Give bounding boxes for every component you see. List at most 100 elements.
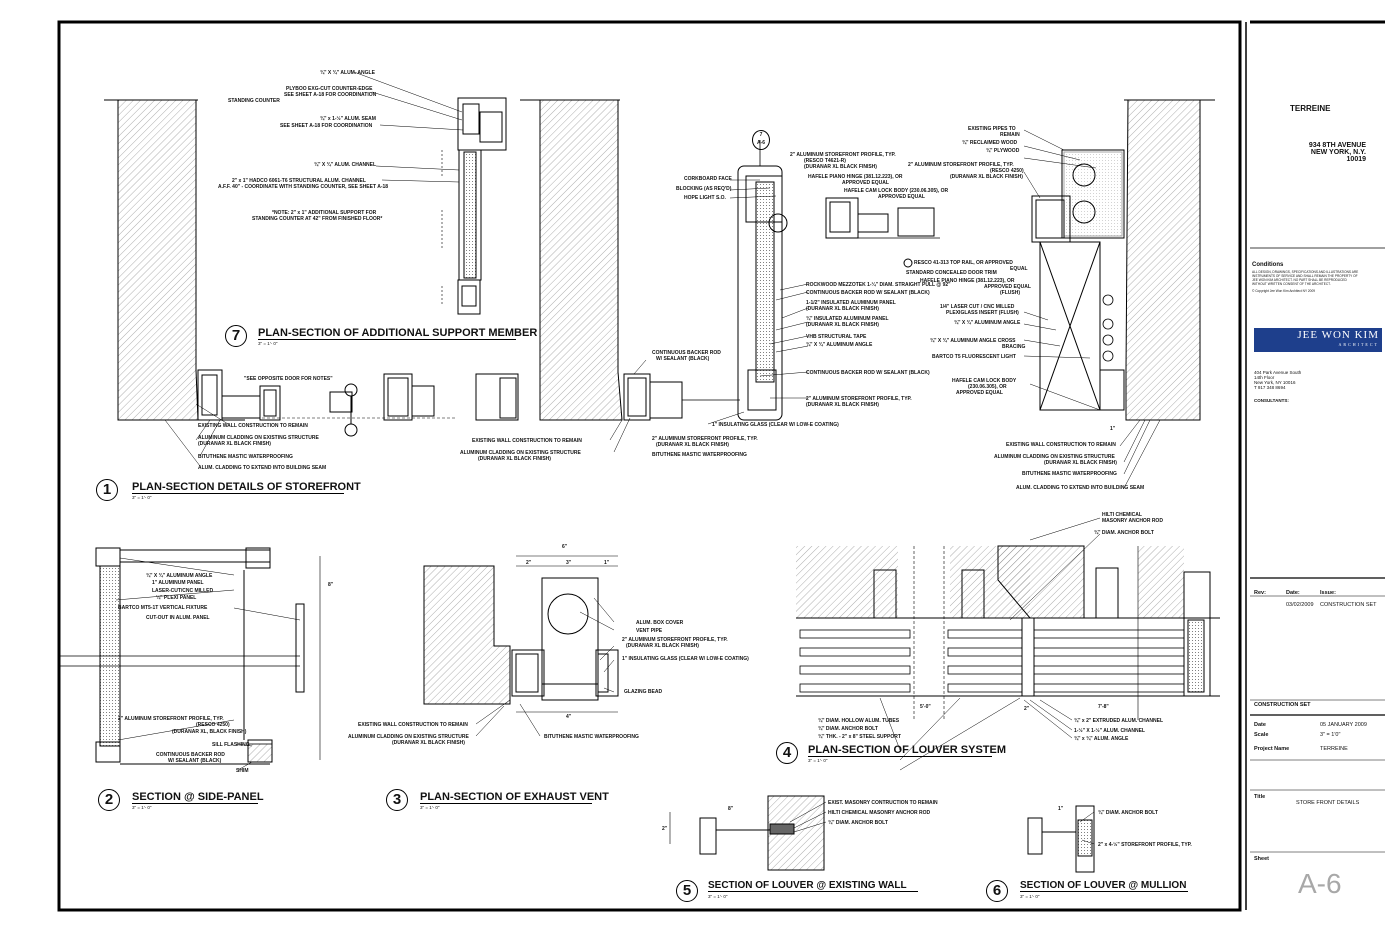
dim-6: 5'-0" (920, 704, 931, 710)
d1d-note-21: 2" ALUMINUM STOREFRONT PROFILE, TYP. (806, 396, 912, 402)
rev-row-date: 03/02/2009 (1286, 602, 1314, 608)
d1d-note-17: (DURANAR XL BLACK FINISH) (806, 322, 879, 328)
d1r-note-14: ¾" X ¾" ALUMINUM ANGLE CROSS (930, 338, 1016, 344)
logo-line-1: JEE WON KIM (1297, 329, 1379, 341)
d1r-note-10: (FLUSH) (1000, 290, 1020, 296)
d1r-note-11: 1/4" LASER CUT / CNC MILLED (940, 304, 1015, 310)
d1d-note-8: HAFELE CAM LOCK BODY (230.06.305), OR (844, 188, 949, 194)
consultants-label: CONSULTANTS: (1254, 398, 1289, 403)
d1d-note-9: APPROVED EQUAL (878, 194, 925, 200)
d7-note-5: SEE SHEET A-18 FOR COORDINATION (280, 123, 373, 129)
d1r-note-19: APPROVED EQUAL (956, 390, 1003, 396)
detail-7-scale: 3" = 1'- 0" (258, 341, 278, 346)
d1l-note-2: ALUMINUM CLADDING ON EXISTING STRUCTURE (198, 435, 319, 441)
detail-3-exhaust-vent (423, 565, 619, 705)
d1r-note-23: BITUTHENE MASTIC WATERPROOFING (1022, 471, 1117, 477)
d7-note-7: 2" x 1" HADCO 6061-T6 STRUCTURAL ALUM. C… (232, 178, 366, 184)
detail-7-title: PLAN-SECTION OF ADDITIONAL SUPPORT MEMBE… (258, 327, 538, 340)
d2-note-0: ¾" X ¾" ALUMINUM ANGLE (146, 573, 213, 579)
d1l-note-4: BITUTHENE MASTIC WATERPROOFING (198, 454, 293, 460)
detail-1-title: PLAN-SECTION DETAILS OF STOREFRONT (132, 481, 361, 494)
d1r-note-1: REMAIN (1000, 132, 1020, 138)
sheet-border (57, 20, 1242, 912)
d3-note-7: ALUMINUM CLADDING ON EXISTING STRUCTURE (348, 734, 469, 740)
d2-note-9: SILL FLASHING (212, 742, 250, 748)
d1m-note-4: (DURANAR XL BLACK FINISH) (478, 456, 551, 462)
scale-value: 3" = 1'0" (1320, 732, 1341, 738)
logo-line-2: ARCHITECT (1338, 342, 1379, 347)
dim-8: 2" (1024, 706, 1030, 712)
detail-7-number-bubble: 7 (225, 325, 247, 347)
d7-note-3: STANDING COUNTER (228, 98, 280, 104)
detail-1-scale: 3" = 1'- 0" (132, 495, 152, 500)
d1d-note-2: HOPE LIGHT S.O. (684, 195, 726, 201)
dim-1: 2" (526, 560, 532, 566)
d1r-note-5: (RESCO 4250) (990, 168, 1024, 174)
conditions-label: Conditions (1252, 262, 1284, 268)
d1r-note-12: PLEXIGLASS INSERT (FLUSH) (946, 310, 1019, 316)
d1m-note-3: ALUMINUM CLADDING ON EXISTING STRUCTURE (460, 450, 581, 456)
d1l-note-3: (DURANAR XL BLACK FINISH) (198, 441, 271, 447)
d1m-note-8: 1" INSULATING GLASS (CLEAR W/ LOW-E COAT… (712, 422, 839, 428)
dim-3: 1" (604, 560, 610, 566)
detail-5-number-bubble: 5 (676, 880, 698, 902)
d1d-note-5: (DURANAR XL BLACK FINISH) (804, 164, 877, 170)
rev-header-issue: Issue: (1320, 590, 1336, 596)
d1m-note-6: (DURANAR XL BLACK FINISH) (656, 442, 729, 448)
d1l-note-0: "SEE OPPOSITE DOOR FOR NOTES" (244, 376, 333, 382)
d7-note-9: *NOTE: 2" x 1" ADDITIONAL SUPPORT FOR (272, 210, 377, 216)
architect-logo: JEE WON KIM ARCHITECT (1254, 328, 1382, 352)
d1r-note-3: ¾" PLYWOOD (986, 148, 1020, 154)
d1m-note-5: 2" ALUMINUM STOREFRONT PROFILE, TYP. (652, 436, 758, 442)
office-address-line: 14th Floor (1254, 375, 1275, 380)
dim-2: 3" (566, 560, 572, 566)
d5-note-2: ¾" DIAM. ANCHOR BOLT (828, 820, 888, 826)
d3-note-1: VENT PIPE (636, 628, 663, 634)
detail-4-scale: 3" = 1'- 0" (808, 758, 828, 763)
d1r-note-8: HAFELE PIANO HINGE (381.12.223), OR (920, 278, 1015, 284)
d1m-note-2: EXISTING WALL CONSTRUCTION TO REMAIN (472, 438, 582, 444)
detail-6-number-bubble: 6 (986, 880, 1008, 902)
d3-note-6: EXISTING WALL CONSTRUCTION TO REMAIN (358, 722, 468, 728)
scale-label: Scale (1254, 732, 1269, 738)
detail-5-title: SECTION OF LOUVER @ EXISTING WALL (708, 880, 918, 892)
d1r-note-2: ¾" RECLAIMED WOOD (962, 140, 1018, 146)
conditions-line: JEE WON KIM ARCHITECT. NO PART SHALL BE … (1252, 278, 1347, 282)
project-address: 934 8TH AVENUE NEW YORK, N.Y. 10019 (1286, 142, 1366, 163)
d1r-note-21: ALUMINUM CLADDING ON EXISTING STRUCTURE (994, 454, 1115, 460)
d2-note-7: (RESCO 4250) (196, 722, 230, 728)
d4-note-8: ¾" x ¾" ALUM. ANGLE (1074, 736, 1129, 742)
office-address-line: T 917 348 8694 (1254, 385, 1286, 390)
d3-note-2: 2" ALUMINUM STOREFRONT PROFILE, TYP. (622, 637, 728, 643)
d1d-note-6: HAFELE PIANO HINGE (381.12.223), OR (808, 174, 903, 180)
d1d-note-20: CONTINUOUS BACKER ROD W/ SEALANT (BLACK) (806, 370, 930, 376)
d1d-note-13: CONTINUOUS BACKER ROD W/ SEALANT (BLACK) (806, 290, 930, 296)
d5-note-1: HILTI CHEMICAL MASONRY ANCHOR ROD (828, 810, 931, 816)
d2-note-8: (DURANAR XL, BLACK FINISH) (172, 729, 247, 735)
d2-note-3: ¼" PLEXI PANEL (156, 595, 197, 601)
detail-4-louver-blades (799, 629, 1185, 693)
project-address-line: 934 8TH AVENUE (1308, 142, 1366, 149)
project-header: TERREINE (1290, 104, 1331, 113)
d1m-note-1: W/ SEALANT (BLACK) (656, 356, 710, 362)
d1r-note-6: (DURANAR XL BLACK FINISH) (950, 174, 1023, 180)
d7-note-1: PLYBOO EXG-CUT COUNTER-EDGE (286, 86, 373, 92)
copyright: © Copyright Jee Won Kim Architect NY 200… (1252, 289, 1315, 293)
d1l-note-1: EXISTING WALL CONSTRUCTION TO REMAIN (198, 423, 308, 429)
date-label: Date (1254, 722, 1266, 728)
d1d-note-7: APPROVED EQUAL (842, 180, 889, 186)
project-address-line: 10019 (1346, 156, 1366, 163)
d1d-note-11: EQUAL (1010, 266, 1028, 272)
d3-note-8: (DURANAR XL BLACK FINISH) (392, 740, 465, 746)
detail-6-scale: 3" = 1'- 0" (1020, 894, 1040, 899)
d2-note-4: BARTCO MT5-1T VERTICAL FIXTURE (118, 605, 208, 611)
rev-header-date: Date: (1286, 590, 1300, 596)
d1d-note-19: ¾" X ¾" ALUMINUM ANGLE (806, 342, 873, 348)
project-name-value: TERREINE (1320, 746, 1348, 752)
d2-note-12: SHIM (236, 768, 249, 774)
d4-note-2: ¾" DIAM. ANCHOR BOLT (1094, 530, 1154, 536)
d3-note-0: ALUM. BOX COVER (636, 620, 684, 626)
leader-lines (115, 71, 1161, 845)
detail-4-number-bubble: 4 (776, 742, 798, 764)
section-callout-sheet: A-6 (756, 140, 766, 146)
